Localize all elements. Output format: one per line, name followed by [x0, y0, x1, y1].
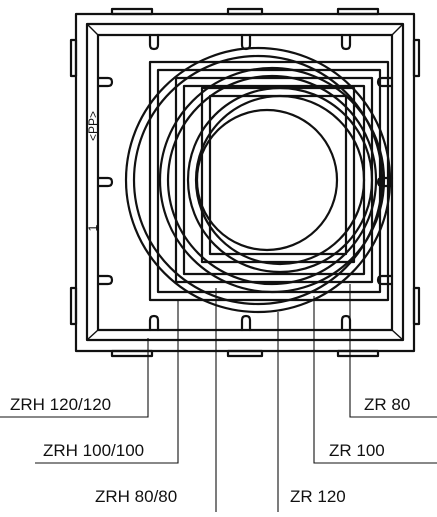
edge-tab [412, 286, 421, 326]
clip-notch [96, 274, 114, 286]
edge-tab [336, 349, 380, 358]
frame-mark-top: <PP> [86, 111, 100, 141]
label-zrh-100: ZRH 100/100 [43, 441, 144, 460]
leader-zr-80 [349, 284, 437, 418]
leader-zr-100 [313, 296, 437, 464]
callout-labels: ZR 80 ZRH 120/120 ZR 100 ZRH 100/100 ZR … [10, 395, 410, 506]
edge-tab [226, 7, 264, 16]
insert-zrh-100 [174, 76, 374, 284]
corner-chamfer [86, 23, 99, 36]
ring-zr-80 [186, 86, 374, 274]
corner-chamfer [86, 329, 99, 341]
frame-seat [96, 33, 394, 332]
leader-zrh-120 [0, 338, 149, 418]
edge-tab [110, 349, 154, 358]
clip-notch [148, 33, 160, 51]
edge-tab [110, 7, 154, 16]
clip-notch [240, 314, 252, 332]
edge-tab [69, 38, 78, 78]
outer-frame-inner-edge [85, 22, 405, 342]
clip-notch [148, 314, 160, 332]
label-zr-80: ZR 80 [364, 395, 410, 414]
insert-zrh-120 [148, 60, 390, 302]
clip-notch [240, 33, 252, 51]
edge-tab [69, 286, 78, 326]
ring-zr-80-inner [194, 94, 366, 266]
corner-chamfer [391, 329, 404, 341]
frame-mark-bottom: 1 [86, 224, 100, 231]
label-zrh-120: ZRH 120/120 [10, 395, 111, 414]
edge-tab [226, 349, 264, 358]
ring-zr-100-inner [166, 74, 378, 286]
clip-notch [96, 176, 114, 188]
label-zr-100: ZR 100 [329, 441, 385, 460]
insert-zrh-120-inner [156, 68, 382, 294]
corner-chamfer [391, 23, 404, 36]
leader-zrh-100 [35, 300, 179, 464]
clip-notch [340, 314, 352, 332]
insert-zrh-100-inner [182, 84, 366, 276]
clip-notch [340, 33, 352, 51]
edge-tab [412, 38, 421, 78]
leader-lines [0, 284, 437, 512]
clip-notch [96, 76, 114, 88]
ring-zr-120-inner [132, 54, 384, 306]
ring-zr-120 [124, 46, 392, 314]
edge-tab [336, 7, 380, 16]
label-zr-120: ZR 120 [290, 487, 346, 506]
label-zrh-80: ZRH 80/80 [95, 487, 177, 506]
central-opening [195, 108, 339, 252]
round-inserts [124, 46, 392, 314]
ring-zr-100 [158, 66, 386, 294]
